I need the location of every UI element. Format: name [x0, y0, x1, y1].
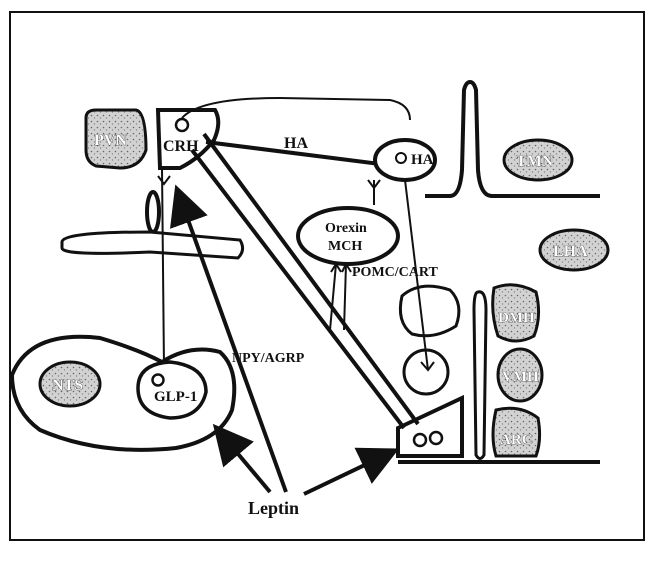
third-ventricle: [474, 292, 486, 459]
small-vertical-ellipse: [147, 192, 159, 232]
tmn-label: TMN: [516, 153, 554, 170]
lha-nucleus: LHA: [540, 230, 608, 270]
dmh-label: DMH: [498, 310, 535, 326]
vmh-nucleus: VMH: [498, 349, 542, 401]
glp1-node: GLP-1: [138, 362, 206, 418]
ha-node-label: HA: [411, 152, 434, 168]
upper-left-lobe: [400, 286, 459, 336]
pomc-cart-label: POMC/CART: [352, 265, 438, 280]
nts-label: NTS: [52, 377, 83, 394]
leptin-to-brainstem-arrow: [218, 430, 270, 492]
mch-label: MCH: [328, 239, 362, 254]
crh-neuron-icon: [176, 119, 188, 131]
ha-pathway-label: HA: [284, 135, 308, 152]
nts-nucleus: NTS: [40, 362, 100, 406]
pvn-nucleus: PVN: [86, 110, 146, 168]
lha-label: LHA: [553, 243, 588, 260]
ventricle-outline: [425, 82, 600, 196]
dmh-nucleus: DMH: [493, 285, 539, 341]
orexin-label: Orexin: [325, 221, 367, 236]
horizontal-band: [62, 232, 243, 258]
crh-to-glp1-line: [162, 168, 164, 368]
crh-terminal-tip: [158, 176, 170, 184]
glp1-neuron-icon: [153, 375, 164, 386]
ha-node: HA: [375, 140, 435, 180]
glp1-label: GLP-1: [154, 389, 197, 405]
npy-agrp-label: NPY/AGRP: [232, 351, 305, 366]
leptin-label: Leptin: [248, 498, 299, 518]
orexin-mch-node: Orexin MCH: [298, 180, 398, 264]
pvn-label: PVN: [94, 132, 127, 149]
tmn-nucleus: TMN: [504, 140, 572, 180]
leptin-to-arc-arrow: [304, 452, 392, 494]
arc-label: ARC: [500, 432, 533, 448]
ha-neuron-icon: [396, 153, 406, 163]
vmh-label: VMH: [502, 369, 539, 385]
arc-nucleus: ARC: [493, 408, 540, 456]
